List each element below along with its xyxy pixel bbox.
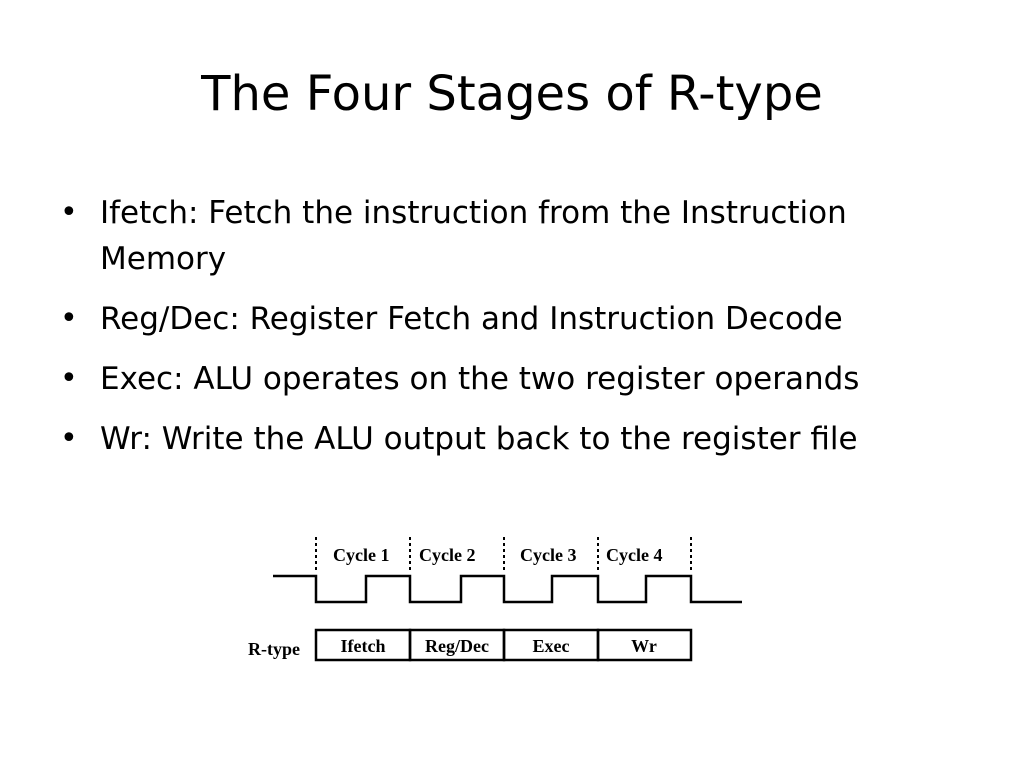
bullet-text: Ifetch: Fetch the instruction from the I… (100, 195, 847, 277)
bullet-list: • Ifetch: Fetch the instruction from the … (60, 190, 960, 476)
bullet-item: • Wr: Write the ALU output back to the re… (60, 416, 960, 462)
row-label: R-type (248, 639, 300, 659)
stage-label: Wr (631, 636, 657, 656)
cycle-label: Cycle 4 (606, 545, 662, 565)
cycle-label: Cycle 1 (333, 545, 389, 565)
clock-waveform (273, 574, 742, 604)
bullet-item: • Exec: ALU operates on the two register … (60, 356, 960, 402)
bullet-text: Exec: ALU operates on the two register o… (100, 361, 860, 397)
cycle-label: Cycle 2 (419, 545, 475, 565)
bullet-dot-icon: • (60, 361, 78, 396)
stage-label: Exec (533, 636, 570, 656)
bullet-dot-icon: • (60, 301, 78, 336)
bullet-text: Reg/Dec: Register Fetch and Instruction … (100, 301, 843, 337)
stage-boxes (314, 628, 693, 662)
slide-title: The Four Stages of R-type (201, 66, 823, 122)
stage-label: Reg/Dec (425, 636, 489, 656)
bullet-dot-icon: • (60, 195, 78, 230)
stage-label: Ifetch (341, 636, 386, 656)
cycle-label: Cycle 3 (520, 545, 576, 565)
stage-box-wr (596, 628, 693, 662)
bullet-dot-icon: • (60, 421, 78, 456)
bullet-item: • Ifetch: Fetch the instruction from the … (60, 190, 960, 282)
bullet-item: • Reg/Dec: Register Fetch and Instruction… (60, 296, 960, 342)
bullet-text: Wr: Write the ALU output back to the reg… (100, 421, 858, 457)
pipeline-timing-diagram: Cycle 1 Cycle 2 Cycle 3 Cycle 4 R-type I… (248, 537, 742, 662)
